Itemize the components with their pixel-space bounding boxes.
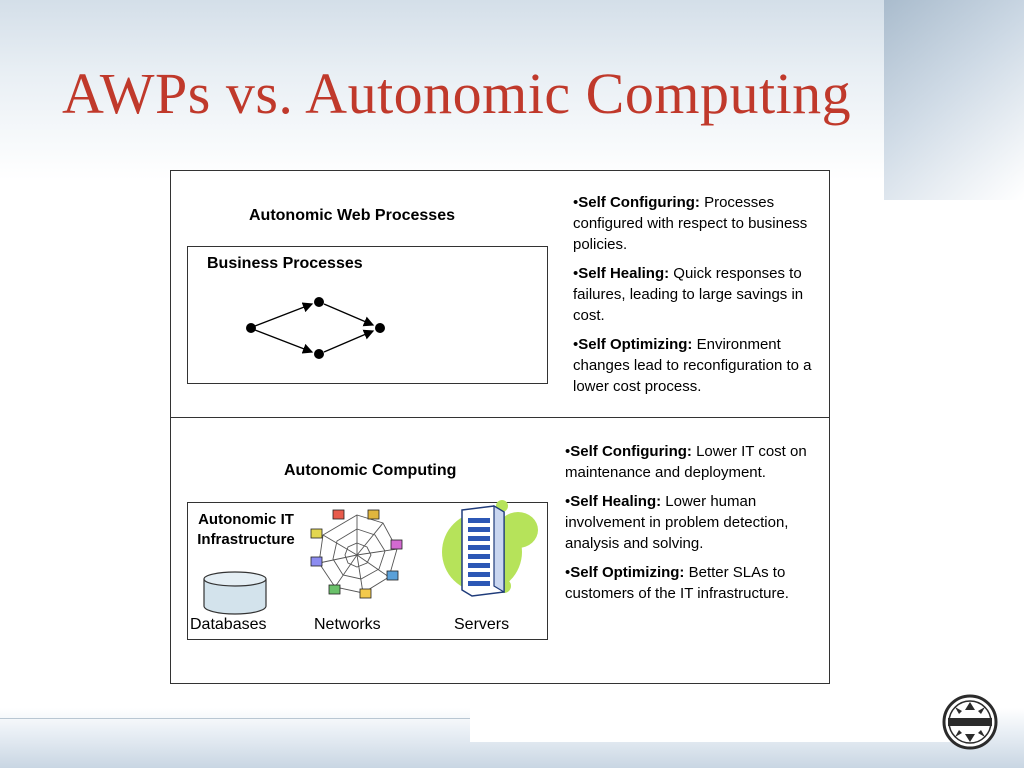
lower-node	[314, 349, 324, 359]
end-node	[375, 323, 385, 333]
awp-bullet-2: •Self Healing: Quick responses to failur…	[573, 265, 804, 324]
awp-heading: Autonomic Web Processes	[249, 207, 455, 224]
background-top	[0, 0, 1024, 180]
background-corner-graphic	[884, 0, 1024, 200]
lsdis-logo	[942, 694, 998, 750]
ac-heading: Autonomic Computing	[284, 462, 457, 479]
table-divider	[170, 417, 830, 418]
network-web-icon	[310, 509, 403, 599]
ac-bullets: •Self Configuring: Lower IT cost on main…	[565, 441, 810, 612]
start-node	[246, 323, 256, 333]
slide-title: AWPs vs. Autonomic Computing	[62, 61, 852, 126]
it-infrastructure-label: Autonomic IT Infrastructure	[197, 511, 295, 548]
ac-bullet-2: •Self Healing: Lower human involvement i…	[565, 493, 789, 552]
ac-bullet-3: •Self Optimizing: Better SLAs to custome…	[565, 564, 789, 602]
server-icon	[442, 500, 538, 597]
awp-bullets: •Self Configuring: Processes configured …	[573, 192, 821, 405]
business-processes-box	[187, 246, 548, 384]
awp-bullet-3: •Self Optimizing: Environment changes le…	[573, 336, 812, 395]
networks-label: Networks	[314, 616, 381, 633]
footer-line	[0, 718, 470, 719]
database-icon	[203, 571, 267, 615]
servers-label: Servers	[454, 616, 510, 633]
ac-bullet-1: •Self Configuring: Lower IT cost on main…	[565, 443, 807, 481]
process-flow-diagram	[246, 297, 385, 359]
upper-node	[314, 297, 324, 307]
footer-panel	[470, 700, 990, 742]
awp-bullet-1: •Self Configuring: Processes configured …	[573, 194, 808, 253]
databases-label: Databases	[190, 616, 267, 633]
business-processes-label: Business Processes	[207, 255, 363, 272]
